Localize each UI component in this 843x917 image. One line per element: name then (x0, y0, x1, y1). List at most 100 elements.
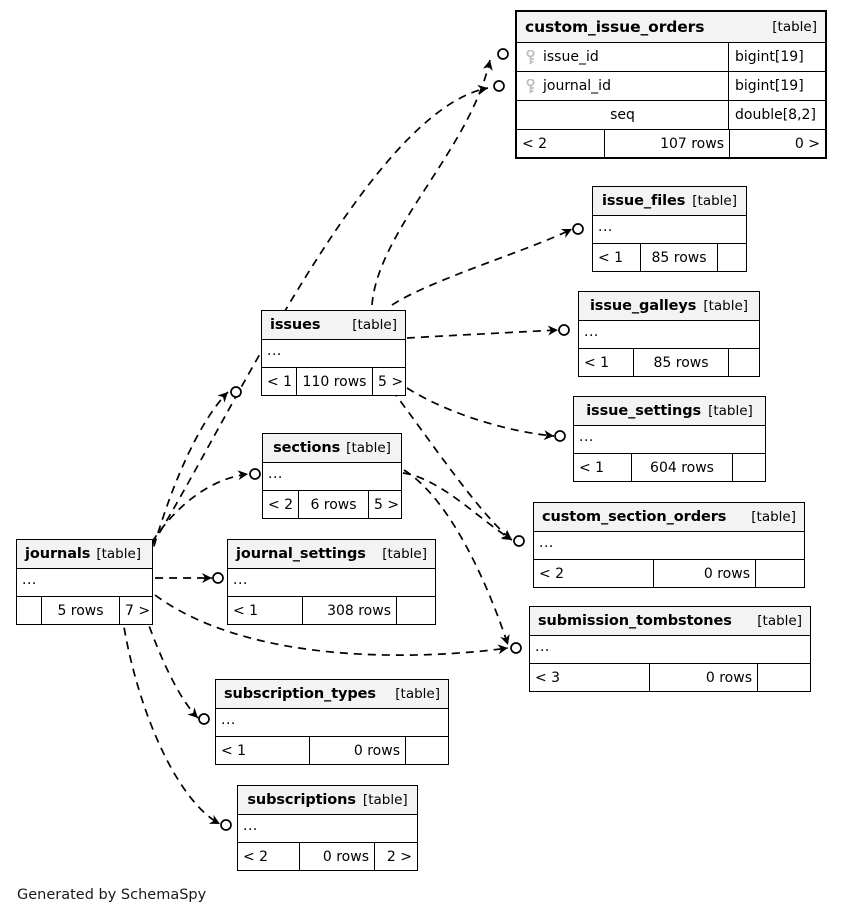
table-node-sections[interactable]: sections [table] ... < 2 6 rows 5 > (262, 433, 402, 519)
ellipsis-label: ... (221, 711, 236, 728)
column-name-cell: journal_id (517, 72, 728, 100)
footer-parents-count: < 1 (216, 737, 310, 764)
table-node-submission_tombstones[interactable]: submission_tombstones [table] ... < 3 0 … (529, 606, 811, 692)
footer-parents-count: < 1 (579, 349, 634, 376)
table-node-issues[interactable]: issues [table] ... < 1 110 rows 5 > (261, 310, 406, 396)
edge-endpoint-circle (510, 642, 522, 654)
footer-children-count: 0 > (794, 135, 820, 152)
table-node-issue_settings[interactable]: issue_settings [table] ... < 1 604 rows (573, 396, 766, 482)
footer-row-count: 308 rows (303, 597, 397, 624)
footer-parents-count: < 1 (228, 597, 303, 624)
ellipsis-label: ... (535, 638, 550, 655)
edge-endpoint-circle (497, 48, 509, 60)
table-name: issues (270, 316, 321, 333)
footer-parents-count: < 2 (238, 843, 300, 870)
table-title: subscription_types [table] (216, 680, 448, 709)
footer-children-count (729, 349, 759, 376)
edge-issues-to-issue_settings (406, 387, 555, 441)
footer-row-count: 0 rows (650, 664, 758, 691)
edge-issues-to-custom_issue_orders (371, 59, 493, 306)
table-title: custom_issue_orders [table] (517, 12, 825, 43)
footer-row-count: 85 rows (634, 349, 729, 376)
table-footer: < 2 107 rows 0 > (517, 130, 825, 157)
ellipsis-label: ... (268, 465, 283, 482)
footer-children-count (733, 454, 765, 481)
table-title: sections [table] (263, 434, 401, 463)
table-kind: [table] (703, 297, 749, 314)
table-body-ellipsis: ... (17, 569, 152, 597)
table-footer: < 2 0 rows (534, 560, 804, 587)
edge-endpoint-circle (212, 572, 224, 584)
table-name: issue_galleys (589, 297, 697, 314)
edge-endpoint-circle (493, 80, 505, 92)
edge-issues-to-custom_section_orders (391, 389, 513, 541)
table-kind: [table] (751, 508, 796, 525)
footer-parents-count: < 3 (530, 664, 650, 691)
edge-endpoint-circle (220, 819, 232, 831)
table-body-ellipsis: ... (593, 216, 746, 244)
generated-by-note: Generated by SchemaSpy (17, 887, 207, 903)
ellipsis-label: ... (22, 571, 37, 588)
table-title: journals [table] (17, 540, 152, 569)
table-node-journals[interactable]: journals [table] ... 5 rows 7 > (16, 539, 153, 625)
footer-children-count (397, 597, 435, 624)
table-column-row: issue_id bigint[19] (517, 43, 825, 72)
table-body-ellipsis: ... (530, 636, 810, 664)
edge-endpoint-circle (554, 430, 566, 442)
column-label: seq (610, 107, 635, 123)
footer-row-count: 5 rows (42, 597, 120, 624)
edge-journals-to-issues (149, 391, 229, 561)
table-kind: [table] (362, 791, 408, 808)
footer-children-count: 2 > (386, 848, 412, 865)
footer-row-count: 604 rows (632, 454, 733, 481)
table-body-ellipsis: ... (262, 340, 405, 368)
column-label: journal_id (543, 78, 611, 94)
footer-row-count: 0 rows (654, 560, 756, 587)
primary-key-icon (525, 77, 536, 94)
ellipsis-label: ... (233, 571, 248, 588)
table-body-ellipsis: ... (263, 463, 401, 491)
table-node-journal_settings[interactable]: journal_settings [table] ... < 1 308 row… (227, 539, 436, 625)
footer-children-count (718, 244, 746, 271)
ellipsis-label: ... (584, 323, 599, 340)
column-name-cell: seq (517, 101, 728, 129)
table-footer: < 3 0 rows (530, 664, 810, 691)
table-name: issue_files (602, 192, 686, 209)
table-node-custom_section_orders[interactable]: custom_section_orders [table] ... < 2 0 … (533, 502, 805, 588)
table-name: subscription_types (224, 685, 376, 702)
ellipsis-label: ... (267, 342, 282, 359)
table-title: issue_files [table] (593, 187, 746, 216)
table-kind: [table] (395, 685, 440, 702)
table-name: journals (25, 545, 91, 562)
edge-endpoint-circle (572, 223, 584, 235)
ellipsis-label: ... (539, 534, 554, 551)
table-node-subscription_types[interactable]: subscription_types [table] ... < 1 0 row… (215, 679, 449, 765)
table-node-subscriptions[interactable]: subscriptions [table] ... < 2 0 rows 2 > (237, 785, 418, 871)
edge-issues-to-issue_galleys (406, 325, 559, 339)
ellipsis-label: ... (598, 218, 613, 235)
table-kind: [table] (382, 545, 427, 562)
table-node-issue_galleys[interactable]: issue_galleys [table] ... < 1 85 rows (578, 291, 760, 377)
footer-children-count: 5 > (378, 373, 404, 390)
column-name-cell: issue_id (517, 43, 728, 71)
edge-endpoint-circle (198, 713, 210, 725)
table-body-ellipsis: ... (238, 815, 417, 843)
column-label: issue_id (543, 49, 599, 65)
table-column-row: seq double[8,2] (517, 101, 825, 130)
footer-row-count: 0 rows (300, 843, 375, 870)
table-name: submission_tombstones (538, 612, 732, 629)
footer-children-count: 7 > (125, 602, 151, 619)
footer-parents-count: < 2 (263, 491, 299, 518)
primary-key-icon (525, 48, 536, 65)
table-node-issue_files[interactable]: issue_files [table] ... < 1 85 rows (592, 186, 747, 272)
footer-children-count (758, 664, 810, 691)
table-title: submission_tombstones [table] (530, 607, 810, 636)
footer-parents-count: < 2 (517, 130, 605, 157)
table-kind: [table] (708, 402, 753, 419)
footer-parents-count: < 1 (574, 454, 632, 481)
table-column-row: journal_id bigint[19] (517, 72, 825, 101)
footer-children-count: 5 > (374, 496, 400, 513)
column-type: bigint[19] (728, 43, 825, 71)
table-node-custom_issue_orders[interactable]: custom_issue_orders [table] issue_id big… (515, 10, 827, 159)
